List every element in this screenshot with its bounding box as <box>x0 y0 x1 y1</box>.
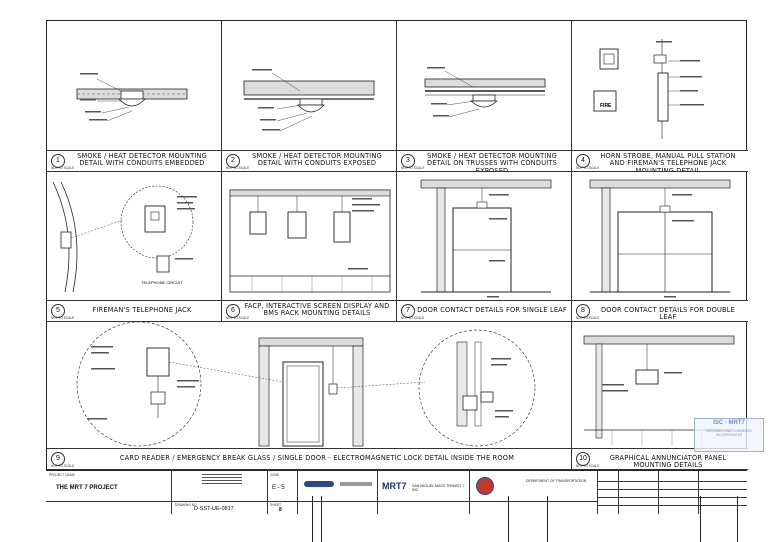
telephone-jack-drawing: TELEPHONE CIRCUIT <box>52 181 197 293</box>
leader-line <box>508 496 509 542</box>
caption-8: 8 DOOR CONTACT DETAILS FOR DOUBLE LEAF N… <box>572 300 748 321</box>
telephone-circuit-label: TELEPHONE CIRCUIT <box>141 280 183 285</box>
caption-10: 10 GRAPHICAL ANNUNCIATOR PANEL MOUNTING … <box>572 448 748 469</box>
detail-panel-2: 2 SMOKE / HEAT DETECTOR MOUNTING DETAIL … <box>222 21 397 172</box>
title-block: PROJECT NAME THE MRT 7 PROJECT DRAWING N… <box>46 470 747 514</box>
smoke-detector-truss-drawing <box>424 67 546 118</box>
caption-6: 6 FACP, INTERACTIVE SCREEN DISPLAY AND B… <box>222 300 396 321</box>
detail-panel-5: TELEPHONE CIRCUIT 5 FIREMAN'S TELEPHONE … <box>47 172 222 322</box>
caption-1: 1 SMOKE / HEAT DETECTOR MOUNTING DETAIL … <box>47 150 221 171</box>
zone-value: E - 5 <box>272 485 285 491</box>
project-name: THE MRT 7 PROJECT <box>56 485 118 491</box>
sheet-number: 8 <box>279 507 282 513</box>
drawing-number: D-SST-UE-0817 <box>194 506 234 512</box>
detail-panel-9: 9 CARD READER / EMERGENCY BREAK GLASS / … <box>47 322 572 470</box>
caption-5: 5 FIREMAN'S TELEPHONE JACK NOT TO SCALE <box>47 300 221 321</box>
caption-9: 9 CARD READER / EMERGENCY BREAK GLASS / … <box>47 448 571 469</box>
detail-title: SMOKE / HEAT DETECTOR MOUNTING DETAIL WI… <box>77 152 207 168</box>
detail-panel-10: 10 GRAPHICAL ANNUNCIATOR PANEL MOUNTING … <box>572 322 748 470</box>
detail-title: GRAPHICAL ANNUNCIATOR PANEL MOUNTING DET… <box>609 454 727 470</box>
leader-line <box>547 496 548 542</box>
leader-line <box>312 496 313 542</box>
detail-panel-4: FIRE 4 HORN STROBE, MANUAL PULL STATION … <box>572 21 748 172</box>
fire-label: FIRE <box>600 103 612 109</box>
review-stamp: ISC - MRT7 REVIEWED AND COMMENTS INCORPO… <box>694 418 764 452</box>
single-door-contact-drawing <box>420 179 552 298</box>
leader-line <box>321 496 322 542</box>
client-cell: DEPARTMENT OF TRANSPORTATION <box>470 471 598 514</box>
facp-rack-drawing <box>229 189 391 293</box>
horn-strobe-drawing: FIRE <box>593 39 704 139</box>
detail-title: FIREMAN'S TELEPHONE JACK <box>92 306 192 314</box>
detail-panel-3: 3 SMOKE / HEAT DETECTOR MOUNTING DETAIL … <box>397 21 572 172</box>
detail-panel-6: 6 FACP, INTERACTIVE SCREEN DISPLAY AND B… <box>222 172 397 322</box>
caption-2: 2 SMOKE / HEAT DETECTOR MOUNTING DETAIL … <box>222 150 396 171</box>
smoke-detector-embedded-drawing <box>76 73 188 122</box>
detail-title: DOOR CONTACT DETAILS FOR DOUBLE LEAF <box>601 306 735 322</box>
contractor-name: SAN MIGUEL MASS TRANSIT 7 INC. <box>412 484 465 492</box>
card-reader-door-drawing <box>76 322 536 447</box>
mrt7-logo: MRT7 <box>382 481 407 491</box>
revision-cell <box>598 471 747 514</box>
zone-cell: ZONE E - 5 SHEET 8 <box>268 471 298 514</box>
consultant-cell <box>298 471 378 514</box>
double-door-contact-drawing <box>589 179 731 298</box>
detail-title: CARD READER / EMERGENCY BREAK GLASS / SI… <box>119 454 515 462</box>
leader-line <box>737 496 738 542</box>
caption-7: 7 DOOR CONTACT DETAILS FOR SINGLE LEAF N… <box>397 300 571 321</box>
caption-3: 3 SMOKE / HEAT DETECTOR MOUNTING DETAIL … <box>397 150 571 171</box>
contractor-cell: MRT7 SAN MIGUEL MASS TRANSIT 7 INC. <box>378 471 470 514</box>
detail-title: SMOKE / HEAT DETECTOR MOUNTING DETAIL WI… <box>252 152 382 168</box>
detail-title: SMOKE / HEAT DETECTOR MOUNTING DETAIL ON… <box>427 152 557 172</box>
drawing-title-cell: DRAWING NO. D-SST-UE-0817 <box>172 471 268 514</box>
drawing-frame: 1 SMOKE / HEAT DETECTOR MOUNTING DETAIL … <box>46 20 748 514</box>
leader-line <box>700 496 701 542</box>
project-cell: PROJECT NAME THE MRT 7 PROJECT <box>46 471 172 514</box>
detail-title: HORN STROBE, MANUAL PULL STATION AND FIR… <box>600 152 736 172</box>
detail-panel-1: 1 SMOKE / HEAT DETECTOR MOUNTING DETAIL … <box>47 21 222 172</box>
department-name: DEPARTMENT OF TRANSPORTATION <box>526 479 587 483</box>
caption-4: 4 HORN STROBE, MANUAL PULL STATION AND F… <box>572 150 748 171</box>
detail-title: DOOR CONTACT DETAILS FOR SINGLE LEAF <box>417 306 567 314</box>
detail-title: FACP, INTERACTIVE SCREEN DISPLAY AND BMS… <box>244 302 390 318</box>
smoke-detector-exposed-drawing <box>243 69 375 132</box>
detail-panel-7: 7 DOOR CONTACT DETAILS FOR SINGLE LEAF N… <box>397 172 572 322</box>
detail-panel-8: 8 DOOR CONTACT DETAILS FOR DOUBLE LEAF N… <box>572 172 748 322</box>
